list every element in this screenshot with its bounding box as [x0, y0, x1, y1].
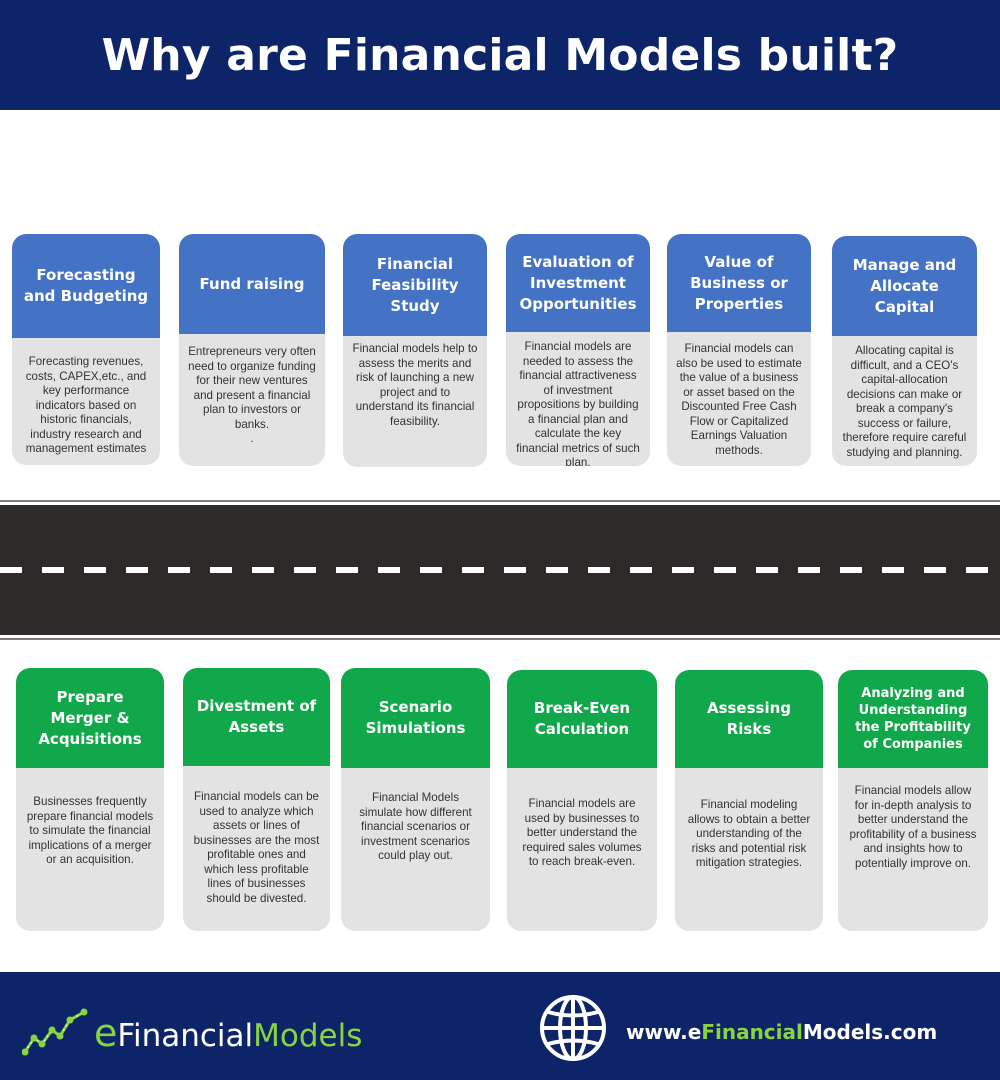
line-chart-icon [22, 1008, 88, 1056]
card-heading: Manage and Allocate Capital [832, 236, 977, 336]
globe-icon [540, 995, 606, 1061]
road-edge [0, 500, 1000, 502]
card-text: Financial models are needed to assess th… [516, 340, 640, 466]
card-heading: Break-Even Calculation [507, 670, 657, 768]
card-heading: Divestment of Assets [183, 668, 330, 766]
efinancialmodels-logo[interactable]: eFinancialModels [22, 1008, 362, 1058]
logo-models: Models [253, 1018, 363, 1054]
card-heading: Financial Feasibility Study [343, 234, 487, 336]
card-forecasting-budgeting: Forecasting and Budgeting Forecasting re… [12, 234, 160, 465]
card-text: Businesses frequently prepare financial … [26, 795, 154, 866]
logo-wordmark: eFinancialModels [94, 1011, 362, 1055]
card-heading: Fund raising [179, 234, 325, 334]
logo-e: e [94, 1011, 118, 1055]
card-text: Financial models can be used to analyze … [193, 790, 320, 905]
card-heading: Evaluation of Investment Opportunities [506, 234, 650, 332]
card-text: Financial models are used by businesses … [522, 797, 642, 868]
card-heading: Assessing Risks [675, 670, 823, 768]
road-center-line [0, 567, 1000, 573]
card-heading: Value of Business or Properties [667, 234, 811, 332]
page-title: Why are Financial Models built? [101, 29, 899, 81]
url-suffix: Models.com [802, 1020, 938, 1044]
card-divestment-assets: Divestment of Assets Financial models ca… [183, 668, 330, 931]
card-text: Entrepreneurs very often need to organiz… [188, 345, 316, 445]
card-heading: Scenario Simulations [341, 668, 490, 768]
road-edge [0, 638, 1000, 640]
card-merger-acquisitions: Prepare Merger & Acquisitions Businesses… [16, 668, 164, 931]
card-text: Financial models allow for in-depth anal… [849, 784, 977, 870]
card-scenario-simulations: Scenario Simulations Financial Models si… [341, 668, 490, 931]
card-heading: Prepare Merger & Acquisitions [16, 668, 164, 768]
url-highlight: Financial [701, 1020, 803, 1044]
card-text: Forecasting revenues, costs, CAPEX,etc.,… [25, 355, 147, 455]
card-manage-capital: Manage and Allocate Capital Allocating c… [832, 236, 977, 466]
card-text: Financial models can also be used to est… [676, 342, 802, 457]
card-assessing-risks: Assessing Risks Financial modeling allow… [675, 670, 823, 931]
card-value-business: Value of Business or Properties Financia… [667, 234, 811, 466]
card-text: Financial modeling allows to obtain a be… [687, 798, 811, 869]
card-evaluation-investment: Evaluation of Investment Opportunities F… [506, 234, 650, 466]
card-break-even: Break-Even Calculation Financial models … [507, 670, 657, 931]
card-text: Financial models help to assess the meri… [352, 342, 478, 428]
card-text: Allocating capital is difficult, and a C… [842, 344, 967, 459]
card-text: Financial Models simulate how different … [359, 791, 472, 862]
page-header: Why are Financial Models built? [0, 0, 1000, 110]
card-profitability: Analyzing and Understanding the Profitab… [838, 670, 988, 931]
logo-financial: Financial [117, 1018, 254, 1054]
card-financial-feasibility: Financial Feasibility Study Financial mo… [343, 234, 487, 467]
card-fund-raising: Fund raising Entrepreneurs very often ne… [179, 234, 325, 466]
card-heading: Forecasting and Budgeting [12, 234, 160, 338]
card-heading: Analyzing and Understanding the Profitab… [838, 670, 988, 768]
footer [0, 972, 1000, 1080]
website-link[interactable]: www.eFinancialModels.com [626, 1020, 937, 1044]
url-prefix: www.e [626, 1020, 702, 1044]
